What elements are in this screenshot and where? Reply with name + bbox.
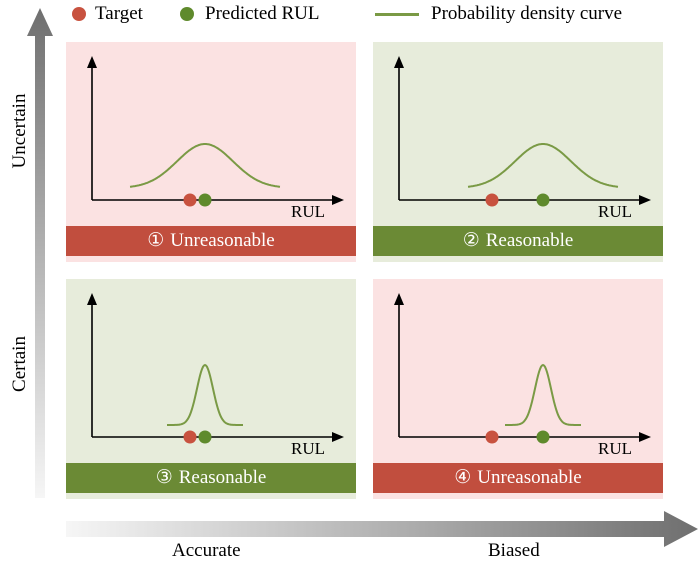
quadrant-1-plot	[87, 56, 344, 207]
quadrant-label: Reasonable	[178, 467, 267, 488]
curve-line-icon	[375, 13, 419, 16]
quadrant-label: Unreasonable	[170, 230, 275, 251]
y-axis-bottom-label: Certain	[9, 336, 30, 392]
quadrant-3-banner: ③ Reasonable	[66, 463, 356, 493]
x-axis-arrowhead	[639, 432, 651, 442]
probability-density-curve	[467, 143, 619, 188]
quadrant-1-banner: ① Unreasonable	[66, 226, 356, 256]
rul-axis-label: RUL	[291, 202, 325, 221]
x-axis-arrowhead	[639, 195, 651, 205]
x-axis-right-label: Biased	[488, 540, 540, 561]
target-marker	[485, 193, 499, 207]
legend-curve-label: Probability density curve	[431, 3, 623, 24]
y-axis-arrowhead	[87, 56, 97, 68]
y-axis-arrowhead	[87, 293, 97, 305]
probability-density-curve	[129, 143, 281, 188]
legend: Target Predicted RUL Probability density…	[0, 0, 698, 28]
quadrant-3-plot	[87, 293, 344, 444]
quadrant-number: ④	[454, 467, 472, 488]
target-marker	[183, 193, 197, 207]
bias-axis-arrow	[66, 511, 698, 547]
quadrant-2-banner: ② Reasonable	[373, 226, 663, 256]
target-marker	[485, 430, 499, 444]
predicted-rul-marker	[198, 193, 212, 207]
predicted-rul-marker	[536, 193, 550, 207]
quadrant-label: Unreasonable	[477, 467, 582, 488]
uncertainty-axis-arrow	[27, 8, 53, 498]
quadrant-number: ①	[147, 230, 165, 251]
quadrant-number: ②	[462, 230, 480, 251]
quadrant-3: RUL ③ Reasonable	[66, 279, 356, 499]
quadrant-number: ③	[155, 467, 173, 488]
probability-density-curve	[505, 363, 581, 426]
x-axis-arrowhead	[332, 432, 344, 442]
predicted-rul-marker	[536, 430, 550, 444]
rul-axis-label: RUL	[598, 439, 632, 458]
quadrant-4-plot	[394, 293, 651, 444]
rul-axis-label: RUL	[598, 202, 632, 221]
quadrant-2-plot	[394, 56, 651, 207]
quadrant-4-banner: ④ Unreasonable	[373, 463, 663, 493]
quadrant-1: RUL ① Unreasonable	[66, 42, 356, 262]
x-axis-left-label: Accurate	[172, 540, 241, 561]
rul-axis-label: RUL	[291, 439, 325, 458]
target-dot-icon	[72, 7, 86, 21]
legend-predicted-label: Predicted RUL	[205, 3, 320, 24]
predicted-dot-icon	[180, 7, 194, 21]
y-axis-arrowhead	[394, 56, 404, 68]
target-marker	[183, 430, 197, 444]
quadrant-label: Reasonable	[485, 230, 574, 251]
quadrant-4: RUL ④ Unreasonable	[373, 279, 663, 499]
legend-target-label: Target	[95, 3, 143, 24]
y-axis-top-label: Uncertain	[9, 93, 30, 169]
quadrant-2: RUL ② Reasonable	[373, 42, 663, 262]
predicted-rul-marker	[198, 430, 212, 444]
probability-density-curve	[167, 363, 243, 426]
x-axis-arrowhead	[332, 195, 344, 205]
y-axis-arrowhead	[394, 293, 404, 305]
